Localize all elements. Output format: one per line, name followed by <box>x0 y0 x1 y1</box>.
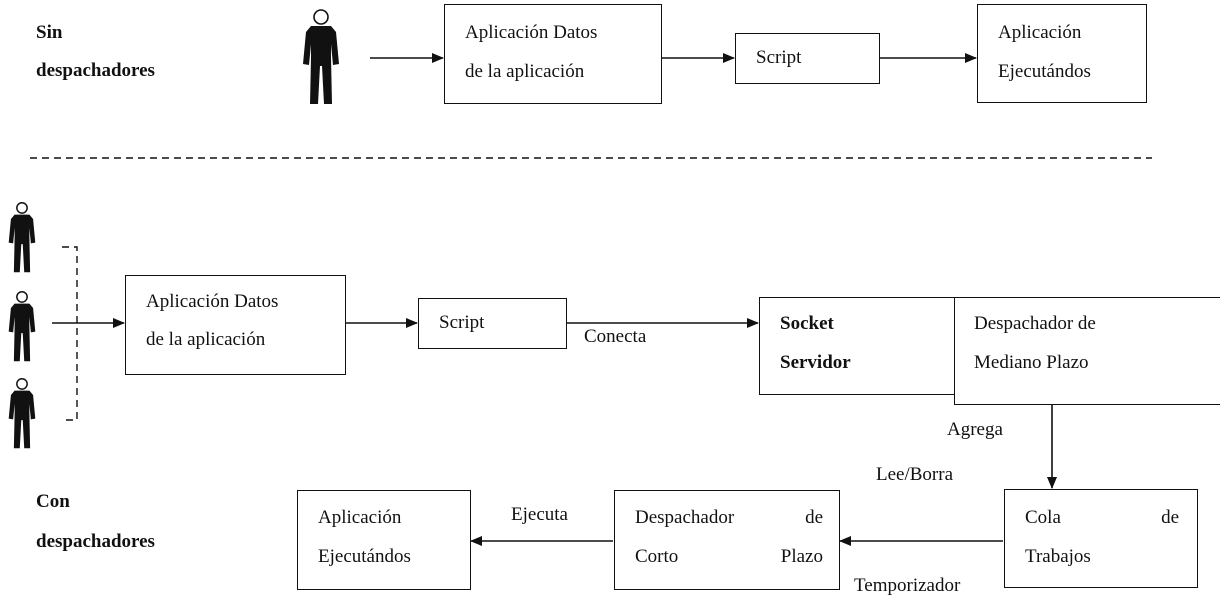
app-data-box-line1: Aplicación Datos <box>146 291 279 312</box>
medium-dispatcher-line2: Mediano Plazo <box>974 352 1089 373</box>
users-bracket <box>62 246 78 421</box>
running-app-line1: Aplicación <box>318 507 402 528</box>
user-icon <box>8 291 36 362</box>
socket-server-box: Socket Servidor <box>759 297 956 395</box>
ejecuta-label: Ejecuta <box>511 504 568 525</box>
short-dispatcher-line1: Despachador de <box>635 503 823 533</box>
section-label-sin: Sin <box>36 22 63 43</box>
running-app-line2: Ejecutándos <box>318 546 411 567</box>
job-queue-line1: Cola de <box>1025 503 1179 533</box>
script-box-label: Script <box>439 312 485 333</box>
agrega-label: Agrega <box>947 419 1003 440</box>
running-app-box-bottom: Aplicación Ejecutándos <box>297 490 471 590</box>
running-app-line2: Ejecutándos <box>998 61 1091 82</box>
socket-server-line2: Servidor <box>780 352 851 373</box>
temporizador-label: Temporizador <box>854 575 961 596</box>
leeborra-label: Lee/Borra <box>876 464 954 485</box>
app-data-box-line2: de la aplicación <box>465 61 585 82</box>
socket-server-line1: Socket <box>780 313 834 334</box>
short-dispatcher-word-plazo: Plazo <box>780 546 823 567</box>
app-data-box-line2: de la aplicación <box>146 329 266 350</box>
app-data-box-top: Aplicación Datos de la aplicación <box>444 4 662 104</box>
running-app-box-top: Aplicación Ejecutándos <box>977 4 1147 103</box>
user-icon <box>8 378 36 449</box>
script-box-top: Script <box>735 33 880 84</box>
app-data-box-bottom: Aplicación Datos de la aplicación <box>125 275 346 375</box>
short-dispatcher-word-despachador: Despachador <box>635 507 735 528</box>
section-label-sin-despachadores: despachadores <box>36 60 155 81</box>
user-icon <box>303 9 339 104</box>
medium-term-dispatcher-box: Despachador de Mediano Plazo <box>954 297 1220 405</box>
section-label-con: Con <box>36 491 70 512</box>
short-dispatcher-word-corto: Corto <box>635 546 679 567</box>
section-label-con-despachadores: despachadores <box>36 531 155 552</box>
short-term-dispatcher-box: Despachador de Corto Plazo <box>614 490 840 590</box>
short-dispatcher-line2: Corto Plazo <box>635 542 823 572</box>
job-queue-box: Cola de Trabajos <box>1004 489 1198 588</box>
running-app-line1: Aplicación <box>998 22 1082 43</box>
app-data-box-line1: Aplicación Datos <box>465 22 598 43</box>
conecta-label: Conecta <box>584 326 647 347</box>
job-queue-word-de: de <box>1161 507 1179 528</box>
user-icon <box>8 202 36 273</box>
medium-dispatcher-line1: Despachador de <box>974 313 1096 334</box>
script-box-label: Script <box>756 47 802 68</box>
job-queue-line2: Trabajos <box>1025 546 1091 567</box>
job-queue-word-cola: Cola <box>1025 507 1061 528</box>
script-box-bottom: Script <box>418 298 567 349</box>
short-dispatcher-word-de: de <box>805 507 823 528</box>
